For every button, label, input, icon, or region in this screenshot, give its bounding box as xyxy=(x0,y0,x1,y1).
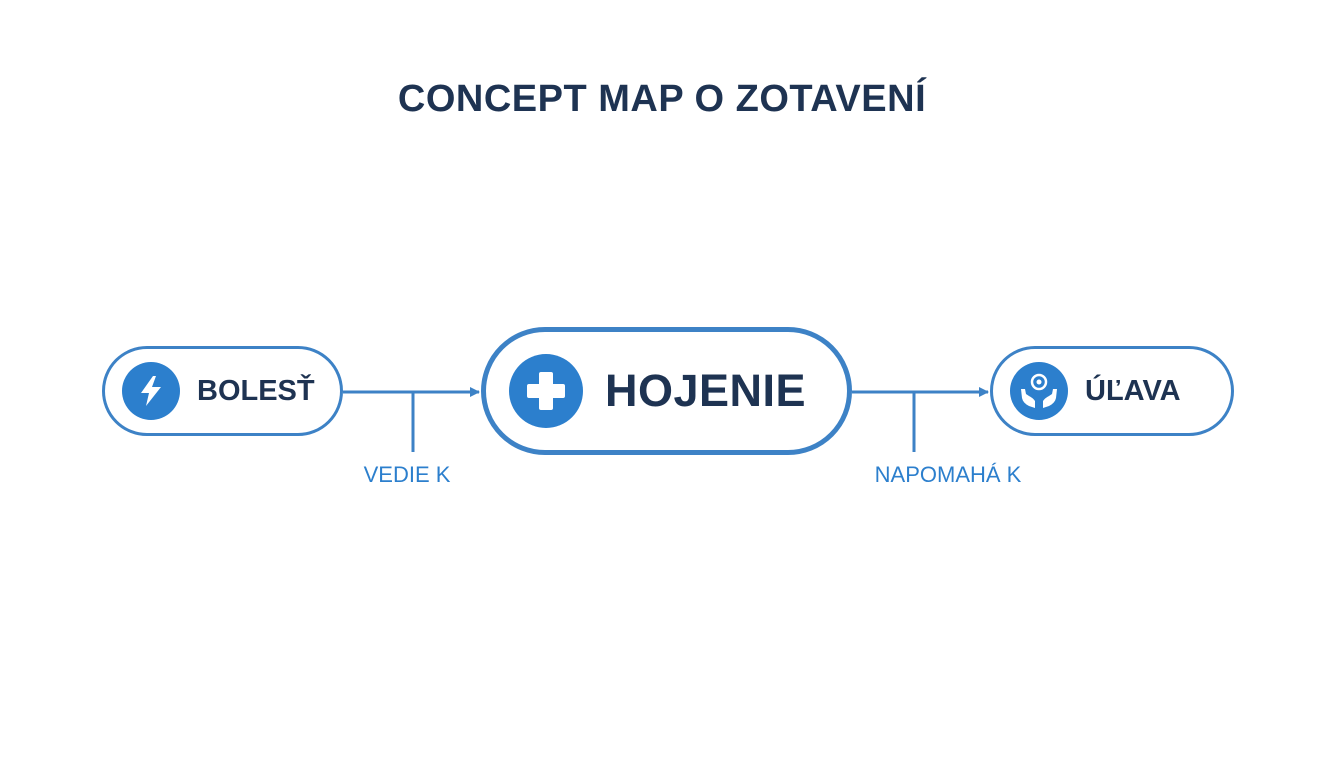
node-label-hojenie: HOJENIE xyxy=(605,365,807,416)
node-bolest: BOLESŤ xyxy=(102,346,343,436)
edge-label-vedie-k: VEDIE K xyxy=(363,462,451,487)
node-label-bolest: BOLESŤ xyxy=(197,374,315,407)
edge-label-napomaha-k: NAPOMAHÁ K xyxy=(874,462,1022,487)
caring-hands-icon xyxy=(1010,362,1068,420)
diagram-title: CONCEPT MAP O ZOTAVENÍ xyxy=(397,78,927,120)
lightning-bolt-icon xyxy=(122,362,180,420)
node-label-ulava: ÚĽAVA xyxy=(1085,374,1181,407)
node-ulava: ÚĽAVA xyxy=(990,346,1234,436)
node-hojenie: HOJENIE xyxy=(481,327,852,455)
medical-cross-icon xyxy=(509,354,583,428)
